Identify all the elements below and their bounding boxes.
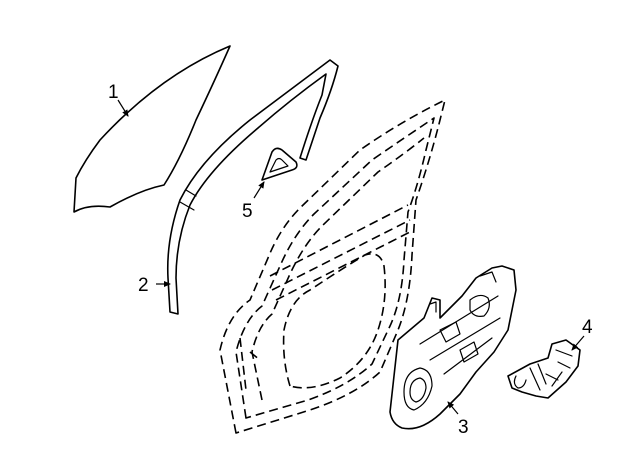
glass-run-channel[interactable]: [166, 59, 339, 315]
callout-2: 2: [138, 275, 149, 296]
window-regulator[interactable]: [389, 265, 517, 430]
callout-3: 3: [458, 417, 469, 438]
door-glass[interactable]: [73, 45, 231, 213]
callout-1: 1: [108, 82, 119, 103]
corner-trim[interactable]: [261, 147, 298, 181]
regulator-motor[interactable]: [507, 339, 581, 399]
callout-5: 5: [242, 201, 253, 222]
leader-lines: [117, 99, 585, 415]
callout-4: 4: [582, 317, 593, 338]
door-shell-outline: [219, 99, 446, 434]
